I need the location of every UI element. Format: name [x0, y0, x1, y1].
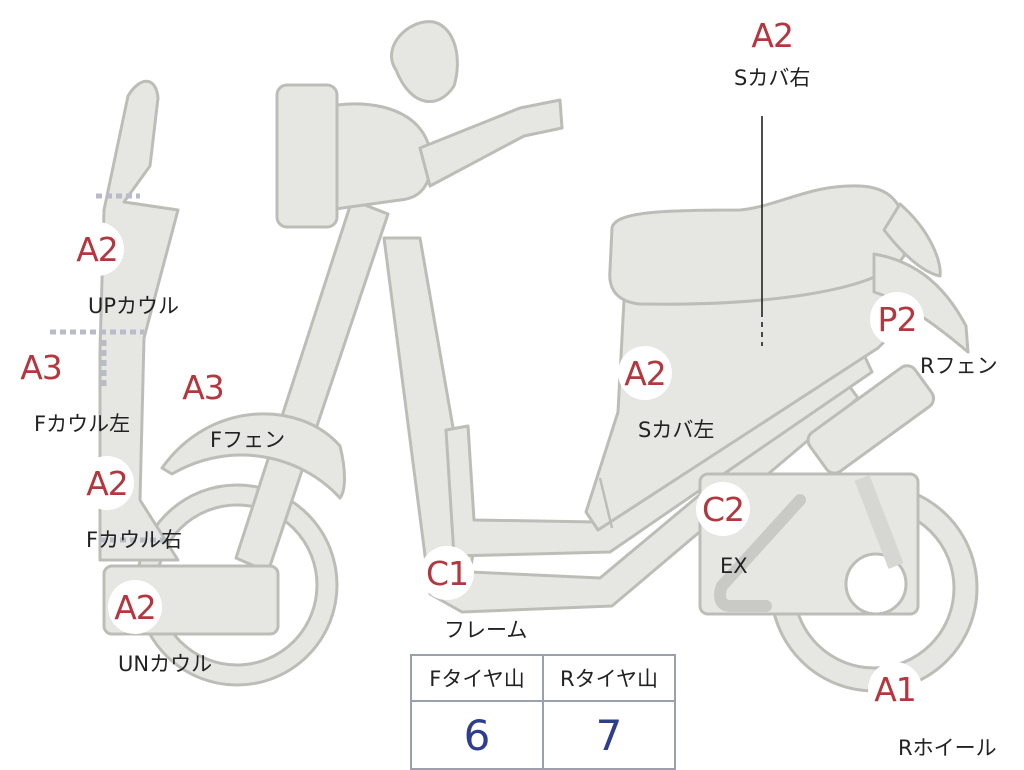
part-label-r-fender: Rフェン [920, 354, 998, 378]
grab-rail [882, 202, 942, 278]
exhaust-pipe [714, 494, 806, 612]
part-label-exhaust: EX [720, 554, 748, 578]
mark-un-cowl: A2 [108, 580, 162, 634]
grade-badge: A3 [14, 340, 68, 394]
handlebar [418, 98, 564, 188]
part-label: Sカバ右 [734, 66, 811, 90]
grade-badge: A2 [618, 346, 672, 400]
table-header-row: Fタイヤ山 Rタイヤ山 [410, 654, 676, 702]
mark-s-cover-right: A2 Sカバ右 [734, 8, 810, 89]
rear-shock [806, 364, 936, 475]
header-rear-tire: Rタイヤ山 [542, 654, 676, 702]
grade-badge: C1 [420, 546, 474, 600]
grade-badge: A2 [80, 456, 134, 510]
mark-f-fender: A3 [176, 360, 230, 414]
mark-s-cover-left: A2 [618, 346, 672, 400]
grade-badge: A3 [176, 360, 230, 414]
part-label-un-cowl: UNカウル [118, 652, 213, 676]
part-label-r-wheel: Rホイール [898, 736, 997, 760]
part-label-f-fender: Fフェン [210, 428, 286, 452]
rear-tire-value: 7 [542, 700, 676, 770]
grade-badge: A2 [108, 580, 162, 634]
mark-up-cowl: A2 [70, 222, 124, 276]
front-tire-value: 6 [410, 700, 544, 770]
grade-badge: A2 [70, 222, 124, 276]
shock-rod [854, 475, 904, 569]
part-label-up-cowl: UPカウル [88, 294, 180, 318]
part-label-f-cowl-right: Fカウル右 [86, 528, 183, 552]
grade-badge: P2 [870, 292, 924, 346]
part-label-f-cowl-left: Fカウル左 [34, 412, 131, 436]
grade-badge: A1 [868, 662, 922, 716]
part-label-frame: フレーム [444, 618, 528, 642]
mark-f-cowl-right: A2 [80, 456, 134, 510]
table-row: 6 7 [410, 700, 676, 770]
front-fork [234, 198, 390, 574]
tire-tread-table: Fタイヤ山 Rタイヤ山 6 7 [410, 654, 676, 770]
header-front-tire: Fタイヤ山 [410, 654, 544, 702]
grade-badge: A2 [745, 8, 800, 62]
mark-f-cowl-left: A3 [14, 340, 68, 394]
front-cowl [98, 79, 180, 562]
front-fender [160, 412, 346, 500]
headlight [275, 83, 339, 229]
mark-r-wheel: A1 [868, 662, 922, 716]
part-label-s-cover-left: Sカバ左 [638, 418, 715, 442]
mark-frame: C1 [420, 546, 474, 600]
mark-r-fender: P2 [870, 292, 924, 346]
mirror [390, 20, 459, 103]
mark-exhaust: C2 [696, 482, 750, 536]
grade-badge: C2 [696, 482, 750, 536]
